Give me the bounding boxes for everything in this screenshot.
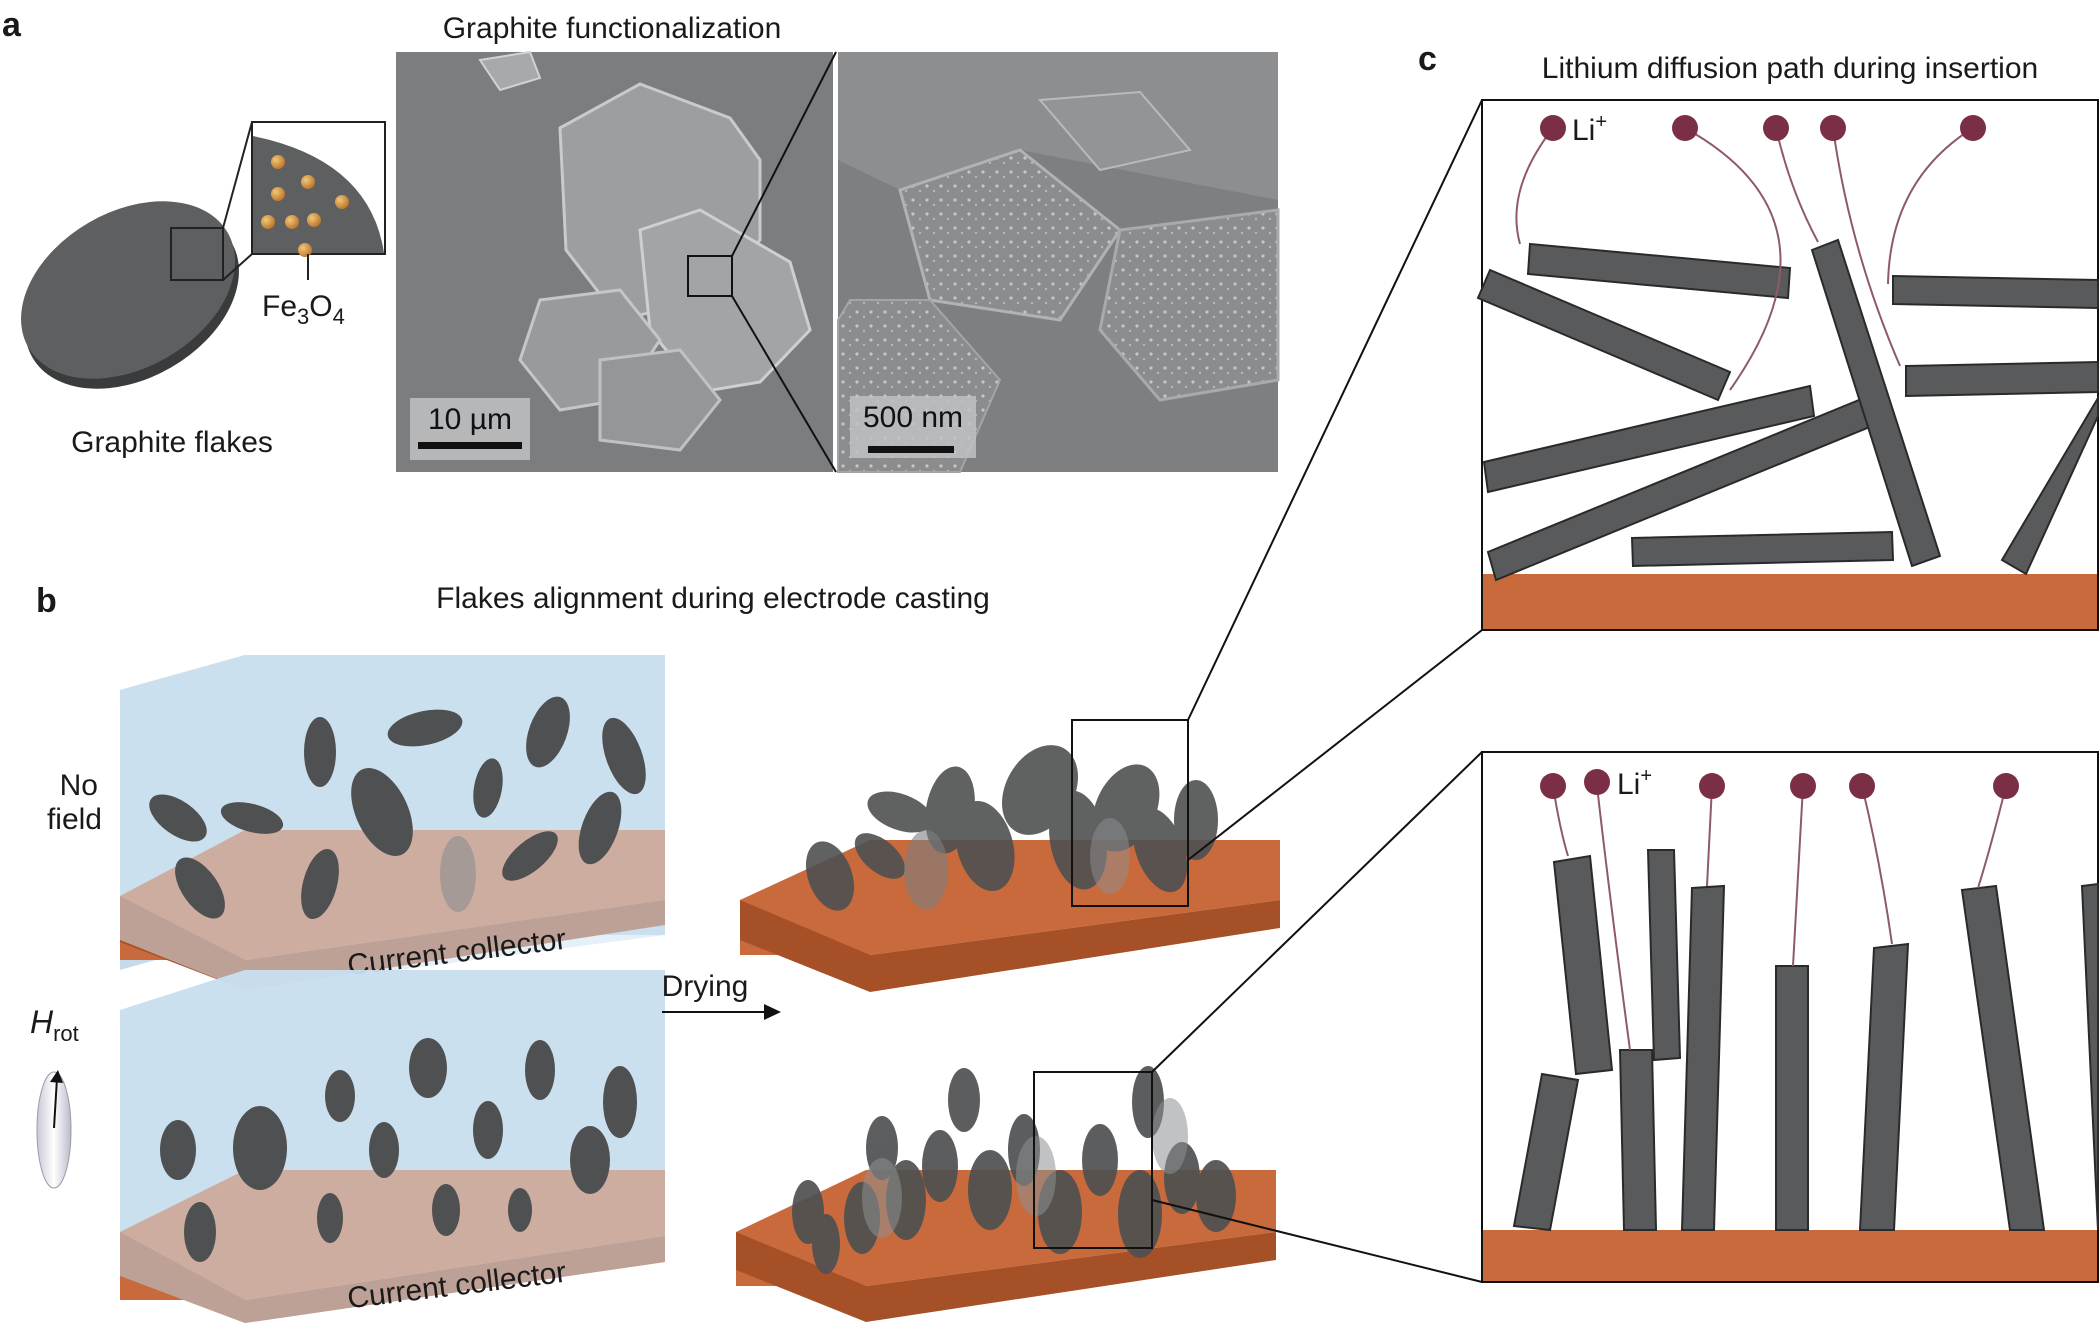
fe3o4-particle	[261, 215, 275, 229]
graphite-flake-illustration	[21, 201, 239, 389]
panel-a-title: Graphite functionalization	[443, 12, 782, 45]
lithium-ion	[1540, 773, 1566, 799]
lithium-ion-label-bottom: Li+	[1617, 765, 1652, 801]
scale-bar-label-10um: 10 µm	[428, 403, 512, 436]
no-field-label-line2: field	[47, 803, 102, 836]
panel-label-b: b	[36, 582, 57, 620]
panel-b: b Flakes alignment during electrode cast…	[30, 99, 1483, 1323]
current-collector	[1483, 1230, 2097, 1281]
scale-bar-500nm	[868, 446, 954, 453]
zoom-box-no-field	[1071, 719, 1189, 907]
lithium-ion	[1960, 115, 1986, 141]
no-field-label-line1: No	[60, 769, 98, 802]
fe3o4-particle	[271, 187, 285, 201]
fe3o4-inset	[251, 121, 386, 280]
scale-bar-label-500nm: 500 nm	[863, 401, 963, 434]
sem-image-low-mag: 10 µm	[396, 50, 833, 472]
diffusion-vertical-orientation: Li+	[1481, 751, 2099, 1283]
dried-electrode-rotating-field	[736, 1066, 1276, 1322]
fe3o4-particle	[301, 175, 315, 189]
lithium-ion	[1584, 769, 1610, 795]
lithium-ion	[1699, 773, 1725, 799]
drying-label: Drying	[662, 970, 749, 1003]
diffusion-random-orientation: Li+	[1476, 99, 2099, 631]
panel-a: a Graphite functionalization Fe3O4 Graph…	[2, 6, 1280, 473]
zoom-box-rotating-field	[1033, 1071, 1153, 1249]
fe3o4-label: Fe3O4	[262, 290, 345, 329]
cell-rotating-field: Current collector	[120, 970, 665, 1323]
panel-label-a: a	[2, 6, 22, 44]
lithium-ion	[1540, 115, 1566, 141]
rotating-field-icon	[36, 1070, 72, 1189]
sem-zoom-box	[687, 255, 733, 297]
zoom-box-small	[170, 227, 224, 281]
fe3o4-particle	[298, 243, 312, 257]
cell-no-field: Current collector	[120, 655, 665, 990]
panel-c-title: Lithium diffusion path during insertion	[1542, 52, 2038, 85]
lithium-ion-label-top: Li+	[1572, 111, 1607, 147]
fe3o4-particle	[271, 155, 285, 169]
drying-arrow	[662, 1004, 781, 1020]
panel-c: c Lithium diffusion path during insertio…	[1418, 40, 2099, 1283]
fe3o4-particle	[307, 213, 321, 227]
panel-label-c: c	[1418, 40, 1437, 78]
dried-electrode-no-field	[740, 719, 1280, 992]
sem-image-high-mag: 500 nm	[837, 52, 1280, 473]
graphite-flakes-label: Graphite flakes	[71, 426, 273, 459]
field-symbol: Hrot	[30, 1004, 79, 1046]
fe3o4-particle	[285, 215, 299, 229]
lithium-ion	[1849, 773, 1875, 799]
current-collector	[1483, 574, 2097, 629]
lithium-ion	[1672, 115, 1698, 141]
lithium-ion	[1820, 115, 1846, 141]
fe3o4-particle	[335, 195, 349, 209]
lithium-ion	[1763, 115, 1789, 141]
lithium-ion	[1790, 773, 1816, 799]
scale-bar-10um	[418, 442, 522, 449]
panel-b-title: Flakes alignment during electrode castin…	[436, 582, 990, 615]
lithium-ion	[1993, 773, 2019, 799]
